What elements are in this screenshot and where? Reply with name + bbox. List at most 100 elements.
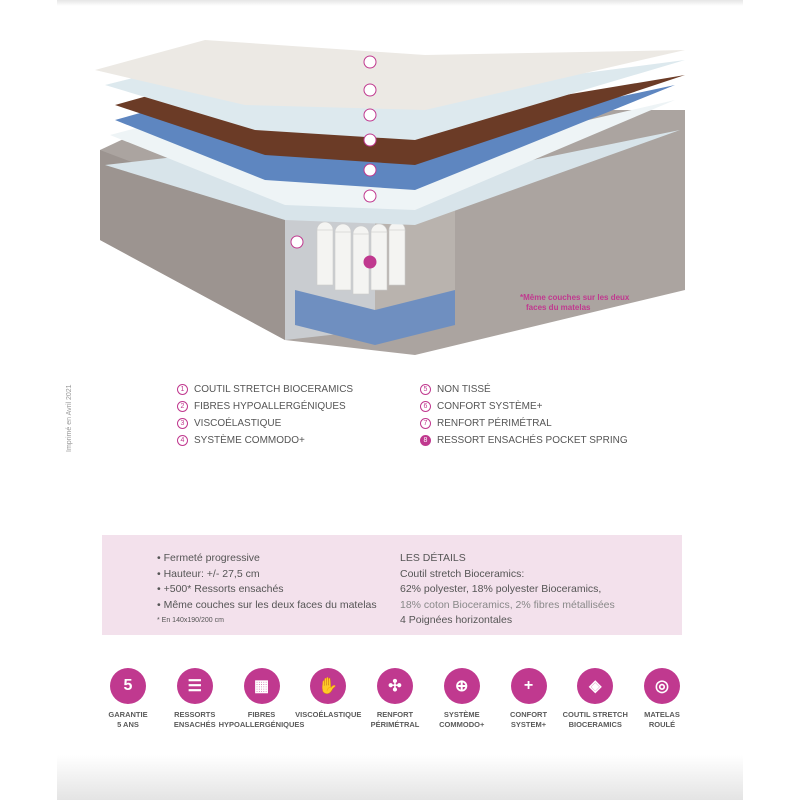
icon-label-line: BIOCERAMICS	[568, 720, 622, 729]
rolled-icon: ◎	[644, 668, 680, 704]
print-date: Imprimé en Avril 2021	[66, 384, 73, 452]
icon-glyph: ✣	[388, 678, 402, 695]
legend-label: RESSORT ENSACHÉS POCKET SPRING	[437, 435, 628, 446]
icon-label-line: PÉRIMÉTRAL	[370, 720, 420, 729]
icon-label-line: ROULÉ	[648, 720, 676, 729]
legend-label: FIBRES HYPOALLERGÉNIQUES	[194, 401, 346, 412]
icon-label-line: CONFORT	[509, 710, 548, 719]
details-list: LES DÉTAILS Coutil stretch Bioceramics: …	[400, 551, 615, 629]
feature-icon-item: ✋ VISCOÉLASTIQUE	[295, 668, 361, 730]
icon-label-line: VISCOÉLASTIQUE	[295, 710, 362, 719]
note-line: *Même couches sur les deux	[520, 293, 630, 302]
number-badge: 3	[177, 418, 188, 429]
legend-item: 4 SYSTÈME COMMODO+	[177, 432, 353, 449]
mattress-illustration	[95, 40, 685, 355]
memory-foam-icon: ✋	[310, 668, 347, 704]
icon-label-line: RENFORT	[376, 710, 414, 719]
icon-glyph: ◎	[655, 678, 669, 695]
icon-label-line: RESSORTS	[174, 710, 216, 719]
commodo-icon: ⊕	[443, 668, 480, 704]
info-panel: • Fermeté progressive • Hauteur: +/- 27,…	[102, 535, 682, 635]
icon-glyph: ✋	[318, 678, 339, 695]
icon-glyph: +	[523, 677, 534, 694]
comfort-icon: +	[510, 668, 547, 704]
icon-label-line: ENSACHÉS	[173, 720, 216, 729]
icon-label-line: MATELAS	[644, 710, 680, 719]
icon-glyph: ▦	[253, 678, 270, 695]
feature: • Fermeté progressive	[157, 552, 260, 564]
legend-label: VISCOÉLASTIQUE	[194, 418, 282, 429]
detail: Coutil stretch Bioceramics:	[400, 567, 525, 580]
legend-item: 2 FIBRES HYPOALLERGÉNIQUES	[177, 398, 353, 415]
legend-label: CONFORT SYSTÈME+	[437, 401, 543, 412]
detail: 18% coton Bioceramics, 2% fibres métalli…	[400, 598, 615, 611]
icon-label: VISCOÉLASTIQUE	[295, 710, 361, 720]
legend-item: 1 COUTIL STRETCH BIOCERAMICS	[177, 381, 353, 398]
note-line: faces du matelas	[526, 303, 591, 312]
footnote: * En 140x190/200 cm	[157, 617, 224, 624]
number-badge: 6	[420, 401, 431, 412]
legend-item: 3 VISCOÉLASTIQUE	[177, 415, 353, 432]
legend-item: 5 NON TISSÉ	[420, 381, 628, 398]
warranty-icon: 5	[110, 668, 146, 704]
detail: 4 Poignées horizontales	[400, 614, 513, 626]
icon-glyph: ◈	[589, 678, 602, 695]
legend-label: NON TISSÉ	[437, 384, 491, 395]
detail: 62% polyester, 18% polyester Bioceramics…	[400, 583, 602, 595]
icon-label-line: HYPOALLERGÉNIQUES	[218, 720, 305, 729]
icon-label-line: SYSTÈME	[443, 710, 480, 719]
details-heading: LES DÉTAILS	[400, 552, 466, 564]
icon-label-line: 5 ANS	[117, 720, 139, 729]
icon-glyph: ⊕	[455, 678, 469, 695]
layer-legend-right: 5 NON TISSÉ 6 CONFORT SYSTÈME+ 7 RENFORT PÉ…	[420, 381, 628, 449]
number-badge: 4	[177, 435, 188, 446]
perimeter-icon: ✣	[377, 668, 413, 704]
icon-label-line: GARANTIE	[108, 710, 148, 719]
features-list: • Fermeté progressive • Hauteur: +/- 27,…	[157, 551, 377, 629]
legend-item: 6 CONFORT SYSTÈME+	[420, 398, 628, 415]
fabric-icon: ◈	[577, 668, 614, 704]
number-badge: 2	[177, 401, 188, 412]
top-edge	[57, 0, 743, 6]
feature: • Hauteur: +/- 27,5 cm	[157, 567, 260, 580]
icon-label-line: FIBRES	[247, 710, 276, 719]
icon-label-line: COMMODO+	[439, 720, 485, 729]
legend-label: RENFORT PÉRIMÉTRAL	[437, 418, 552, 429]
number-badge: 8	[420, 435, 431, 446]
icon-glyph: ☰	[187, 678, 202, 695]
fibers-icon: ▦	[243, 668, 280, 704]
number-badge: 7	[420, 418, 431, 429]
icon-glyph: 5	[123, 677, 133, 694]
number-badge: 5	[420, 384, 431, 395]
icon-label-line: SYSTEM+	[510, 720, 547, 729]
bottom-edge	[57, 755, 743, 800]
legend-item: 8 RESSORT ENSACHÉS POCKET SPRING	[420, 432, 628, 449]
legend-label: COUTIL STRETCH BIOCERAMICS	[194, 384, 354, 395]
feature: • Même couches sur les deux faces du mat…	[157, 598, 377, 611]
feature: • +500* Ressorts ensachés	[157, 583, 284, 595]
layer-legend-left: 1 COUTIL STRETCH BIOCERAMICS 2 FIBRES HYPO…	[177, 381, 353, 449]
legend-label: SYSTÈME COMMODO+	[194, 435, 305, 446]
icon-label-line: COUTIL STRETCH	[562, 710, 628, 719]
pocket-springs-icon: ☰	[176, 668, 213, 704]
legend-item: 7 RENFORT PÉRIMÉTRAL	[420, 415, 628, 432]
number-badge: 1	[177, 384, 188, 395]
